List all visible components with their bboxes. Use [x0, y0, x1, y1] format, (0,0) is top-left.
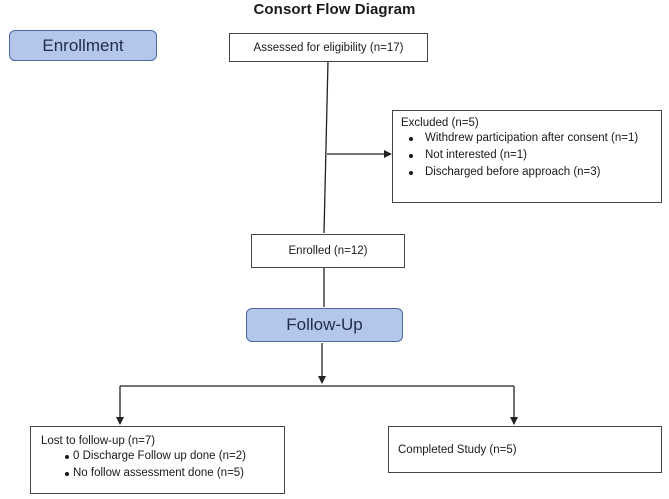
excluded-item: Not interested (n=1) — [401, 149, 653, 162]
lost-list: 0 Discharge Follow up done (n=2) No foll… — [41, 450, 276, 480]
excluded-item: Discharged before approach (n=3) — [401, 166, 653, 179]
lost-title: Lost to follow-up (n=7) — [41, 435, 156, 447]
excluded-item: Withdrew participation after consent (n=… — [401, 132, 653, 145]
box-enrolled: Enrolled (n=12) — [251, 234, 405, 268]
connector-assessed-to-enrolled — [323, 60, 329, 234]
box-lost-to-follow-up: Lost to follow-up (n=7) 0 Discharge Foll… — [30, 426, 285, 494]
stage-label-follow-up: Follow-Up — [246, 308, 403, 342]
excluded-title: Excluded (n=5) — [401, 117, 479, 129]
lost-item: No follow assessment done (n=5) — [41, 467, 276, 480]
excluded-list: Withdrew participation after consent (n=… — [401, 132, 653, 179]
lost-item: 0 Discharge Follow up done (n=2) — [41, 450, 276, 463]
box-completed: Completed Study (n=5) — [388, 426, 662, 473]
diagram-title: Consort Flow Diagram — [253, 1, 416, 18]
stage-label-enrollment: Enrollment — [9, 30, 157, 61]
box-excluded: Excluded (n=5) Withdrew participation af… — [392, 110, 662, 203]
box-assessed: Assessed for eligibility (n=17) — [229, 33, 428, 62]
